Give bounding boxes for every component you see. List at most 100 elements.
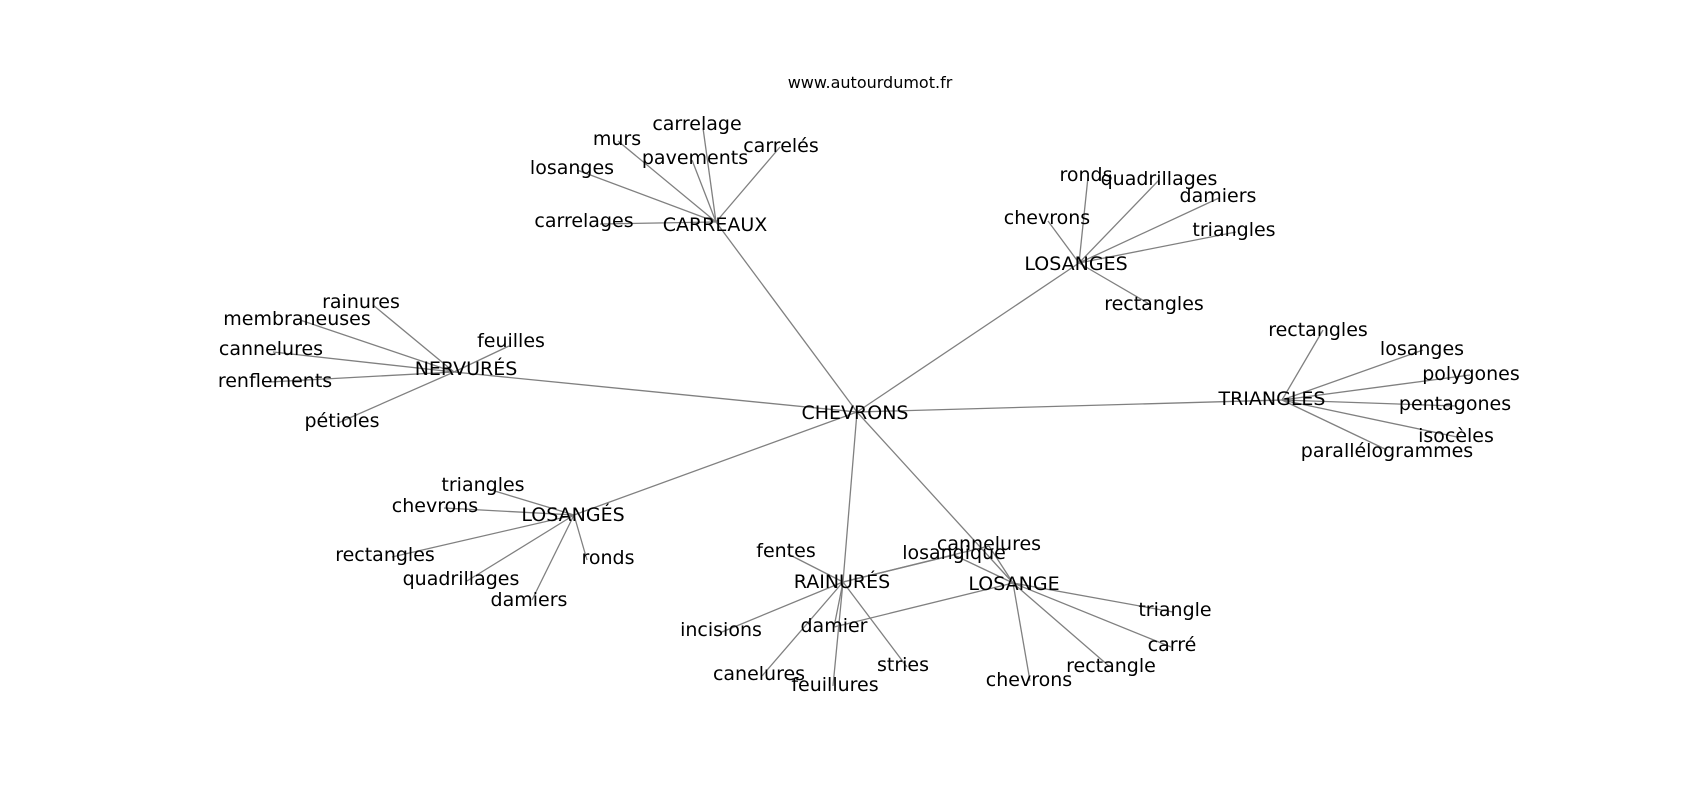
node-leaf[interactable]: damiers [1180, 185, 1257, 207]
edge-hub-leaf [1281, 399, 1388, 451]
edge-hub-leaf [443, 507, 575, 516]
edge-center-hub [856, 411, 1014, 584]
node-leaf[interactable]: carrelages [534, 210, 633, 232]
edge-shared [953, 554, 1014, 584]
edge-center-hub [856, 262, 1080, 413]
node-leaf[interactable]: feuilles [477, 330, 545, 352]
node-leaf[interactable]: triangles [1192, 219, 1275, 241]
edge-hub-leaf [299, 319, 455, 373]
node-leaf[interactable]: cannelures [219, 338, 323, 360]
edge-center-hub [856, 399, 1283, 413]
edge-hub-leaf [1281, 329, 1324, 401]
edge-hub-leaf [1012, 582, 1111, 668]
node-leaf[interactable]: chevrons [392, 495, 478, 517]
node-leaf[interactable]: stries [877, 654, 929, 676]
node-leaf[interactable]: ronds [1059, 164, 1112, 186]
edge-hub-leaf [337, 371, 455, 424]
edge-hub-leaf [466, 514, 575, 582]
edge-hub-leaf [1078, 176, 1089, 264]
node-hub-nervures[interactable]: NERVURÉS [415, 357, 518, 380]
edge-hub-leaf [1078, 197, 1220, 264]
node-leaf[interactable]: triangles [441, 474, 524, 496]
edge-shared [988, 545, 1014, 584]
graph-labels: www.autourdumot.fr CHEVRONS CARREAUX car… [218, 73, 1520, 696]
edge-hub-leaf [761, 581, 844, 677]
node-leaf[interactable]: carrelage [652, 113, 741, 135]
edge-hub-leaf [573, 514, 588, 561]
edge-hub-leaf [372, 304, 455, 373]
node-leaf[interactable]: quadrillages [403, 568, 520, 590]
node-hub-triangles[interactable]: TRIANGLES [1218, 388, 1326, 410]
edge-hub-leaf [617, 140, 717, 223]
graph-edges [268, 127, 1471, 687]
node-leaf[interactable]: chevrons [986, 669, 1072, 691]
edge-hub-leaf [272, 351, 455, 373]
edge-hub-leaf [787, 553, 844, 583]
edge-hub-leaf [1012, 582, 1031, 682]
node-leaf[interactable]: rectangles [335, 544, 435, 566]
node-leaf[interactable]: parallélogrammes [1301, 440, 1473, 462]
edge-hub-leaf [1012, 582, 1174, 613]
node-leaf[interactable]: losanges [530, 157, 614, 179]
edge-center-hub [573, 411, 858, 516]
node-leaf[interactable]: fentes [756, 540, 815, 562]
edge-hub-leaf [576, 169, 717, 223]
node-leaf[interactable]: ronds [581, 547, 634, 569]
node-leaf[interactable]: quadrillages [1101, 168, 1218, 190]
node-leaf[interactable]: pétioles [305, 410, 380, 432]
node-leaf[interactable]: canelures [713, 663, 805, 685]
node-leaf[interactable]: rectangle [1066, 655, 1156, 677]
node-hub-losange[interactable]: LOSANGE [968, 573, 1059, 595]
node-leaf[interactable]: pentagones [1399, 393, 1511, 415]
node-leaf[interactable]: pavements [642, 147, 748, 169]
edge-shared [842, 554, 955, 583]
node-leaf[interactable]: triangle [1138, 599, 1211, 621]
node-shared[interactable]: damier [801, 615, 868, 637]
node-leaf[interactable]: isocèles [1418, 425, 1494, 447]
node-center[interactable]: CHEVRONS [802, 402, 909, 424]
node-hub-losanges[interactable]: LOSANGES [1024, 253, 1127, 275]
edge-hub-leaf [391, 514, 575, 558]
node-shared[interactable]: cannelures [937, 533, 1041, 555]
edge-shared [833, 581, 844, 628]
edge-hub-leaf [599, 221, 717, 225]
site-url[interactable]: www.autourdumot.fr [788, 73, 953, 92]
node-hub-losanges-adj[interactable]: LOSANGÉS [521, 503, 624, 526]
edge-center-hub [715, 221, 858, 413]
edge-hub-leaf [1281, 399, 1458, 438]
node-leaf[interactable]: polygones [1422, 363, 1520, 385]
edge-hub-leaf [842, 581, 908, 668]
edge-hub-leaf [1078, 231, 1237, 264]
node-leaf[interactable]: feuillures [791, 674, 878, 696]
node-leaf[interactable]: murs [593, 128, 641, 150]
edge-hub-leaf [702, 127, 717, 223]
node-hub-carreaux[interactable]: CARREAUX [663, 214, 768, 236]
edge-hub-leaf [721, 581, 844, 633]
node-leaf[interactable]: damiers [491, 589, 568, 611]
edge-hub-leaf [531, 514, 575, 601]
edge-hub-leaf [715, 146, 781, 223]
node-shared[interactable]: losangique [902, 542, 1006, 564]
edge-hub-leaf [691, 159, 717, 223]
node-leaf[interactable]: rectangles [1104, 293, 1204, 315]
edge-hub-leaf [1078, 179, 1160, 264]
node-leaf[interactable]: losanges [1380, 338, 1464, 360]
edge-hub-leaf [1047, 220, 1080, 264]
edge-hub-leaf [1281, 374, 1471, 401]
edge-center-hub [453, 371, 858, 413]
edge-hub-leaf [487, 488, 575, 516]
edge-hub-leaf [268, 371, 455, 383]
node-hub-rainures[interactable]: RAINURÉS [794, 570, 890, 593]
node-leaf[interactable]: rainures [322, 291, 400, 313]
node-leaf[interactable]: carrelés [743, 135, 819, 157]
node-leaf[interactable]: rectangles [1268, 319, 1368, 341]
node-leaf[interactable]: chevrons [1004, 207, 1090, 229]
node-leaf[interactable]: membraneuses [223, 308, 370, 330]
edge-hub-leaf [1012, 582, 1172, 648]
node-leaf[interactable]: carré [1148, 634, 1197, 656]
edge-hub-leaf [832, 581, 844, 687]
node-leaf[interactable]: renflements [218, 370, 332, 392]
node-leaf[interactable]: incisions [680, 619, 762, 641]
edge-shared [833, 582, 1014, 628]
edge-hub-leaf [453, 345, 510, 373]
